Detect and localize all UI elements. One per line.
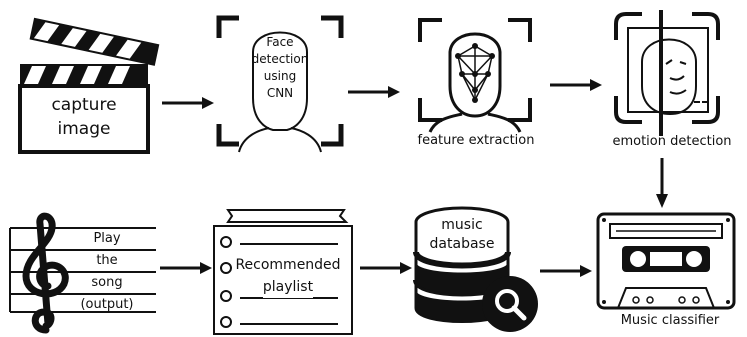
arrow-playlist-to-database — [360, 262, 412, 274]
face-frame-icon — [614, 10, 720, 136]
play-song-node: Play the song (output) — [6, 212, 160, 337]
face-detection-label: Face detection using CNN — [251, 34, 309, 102]
arrow-database-to-classifier — [540, 265, 592, 277]
feature-extraction-node: feature extraction — [400, 12, 550, 160]
arrow-song-to-playlist — [160, 262, 212, 274]
play-song-line4: (output) — [80, 297, 134, 312]
face-detection-line2: detection — [251, 52, 309, 66]
music-classifier-caption: Music classifier — [620, 313, 720, 328]
capture-image-label: capture image — [20, 95, 148, 139]
database-search-icon — [413, 206, 538, 332]
play-song-line1: Play — [93, 231, 121, 246]
treble-clef-icon — [9, 212, 156, 334]
face-detection-line1: Face — [266, 35, 294, 49]
arrow-emotion-to-classifier — [656, 158, 668, 208]
face-detection-node: Face detection using CNN — [215, 12, 345, 153]
emotion-detection-node: emotion detection — [600, 6, 747, 162]
playlist-label: Recommended playlist — [226, 254, 350, 298]
arrow-face-to-feature — [348, 86, 400, 98]
music-classifier-node: Music classifier — [592, 210, 747, 337]
capture-label-line2: image — [57, 118, 111, 139]
music-database-line1: music — [441, 217, 483, 233]
music-database-label: music database — [418, 216, 506, 254]
playlist-node: Recommended playlist — [208, 204, 358, 337]
face-detection-line4: CNN — [266, 86, 294, 100]
arrow-feature-to-emotion — [550, 79, 602, 91]
cassette-icon — [596, 212, 736, 310]
face-mesh-icon — [418, 18, 532, 133]
music-database-node: music database — [408, 204, 538, 337]
capture-label-line1: capture — [51, 95, 117, 115]
music-database-line2: database — [429, 236, 495, 252]
emotion-detection-caption: emotion detection — [612, 134, 732, 149]
feature-extraction-caption: feature extraction — [417, 133, 535, 148]
capture-image-node: capture image — [14, 8, 164, 156]
play-song-line3: song — [91, 275, 123, 290]
playlist-line2: playlist — [262, 276, 314, 298]
face-detection-line3: using — [263, 69, 297, 83]
arrow-capture-to-face — [162, 97, 214, 109]
play-song-line2: the — [96, 253, 118, 268]
playlist-line1: Recommended — [235, 254, 341, 276]
clapperboard-icon — [18, 17, 160, 154]
play-song-label: Play the song (output) — [66, 228, 148, 316]
face-scan-icon — [216, 15, 344, 153]
